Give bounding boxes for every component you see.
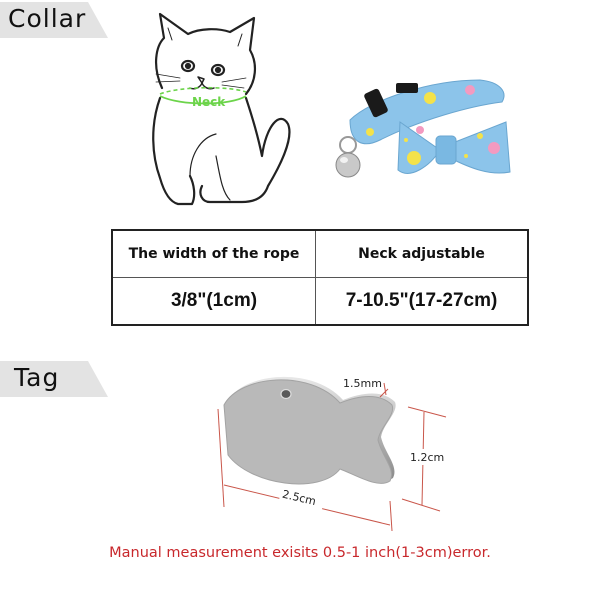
value-rope-width: 3/8"(1cm) (111, 277, 316, 326)
header-rope-width: The width of the rope (111, 229, 316, 278)
neck-label: Neck (192, 95, 226, 109)
table-header-row: The width of the rope Neck adjustable (111, 229, 529, 278)
fish-tag-image: 2.5cm 1.2cm 1.5mm (217, 376, 447, 532)
tag-label-text: Tag (14, 363, 60, 392)
collar-label-text: Collar (8, 4, 87, 33)
tag-section-label: Tag (0, 361, 108, 397)
table-value-row: 3/8"(1cm) 7-10.5"(17-27cm) (111, 277, 529, 326)
spec-table: The width of the rope Neck adjustable 3/… (111, 229, 529, 326)
collar-section-label: Collar (0, 2, 108, 38)
value-neck-adjustable: 7-10.5"(17-27cm) (315, 277, 529, 326)
cat-illustration: Neck (152, 12, 291, 206)
dimension-thickness: 1.5mm (343, 377, 382, 390)
measurement-note: Manual measurement exisits 0.5-1 inch(1-… (109, 545, 491, 561)
header-neck-adjustable: Neck adjustable (315, 229, 529, 278)
dimension-height: 1.2cm (410, 451, 444, 464)
collar-product-image (335, 79, 511, 178)
